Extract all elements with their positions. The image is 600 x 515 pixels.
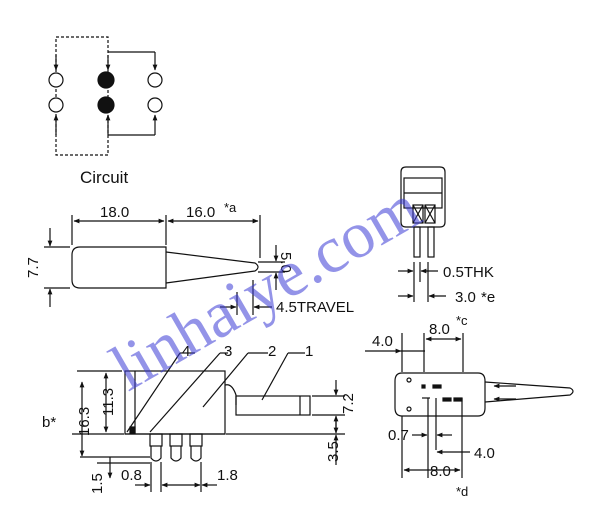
dim-body-height: 11.3	[100, 388, 117, 416]
pin-front	[150, 446, 162, 462]
switch-body-top	[394, 372, 486, 417]
dim-right-offset: 4.0	[474, 445, 495, 462]
label-b: b*	[42, 414, 56, 431]
dim-actuator-height: 7.2	[340, 393, 357, 414]
dim-height: 7.7	[25, 257, 42, 278]
dim-total-height: 16.3	[76, 407, 93, 436]
actuator-front	[235, 395, 311, 416]
dim-actuator-offset: 3.5	[325, 441, 342, 462]
dim-pin-offset: 1.5	[89, 473, 106, 494]
end-view	[398, 166, 446, 302]
callout-4: 4	[182, 343, 190, 360]
dim-slot: 0.7	[388, 427, 409, 444]
circuit-diagram	[48, 36, 163, 156]
top-view	[365, 333, 574, 478]
dim-bottom-span: 8.0	[430, 463, 451, 480]
callout-2: 2	[268, 343, 276, 360]
lever-side	[165, 251, 259, 284]
dim-pin-pitch: 1.8	[217, 467, 238, 484]
circuit-label: Circuit	[80, 168, 128, 187]
pin-front	[170, 446, 182, 462]
pin-front	[190, 446, 202, 462]
dim-body-length: 18.0	[100, 204, 129, 221]
front-view	[72, 352, 345, 492]
callout-1: 1	[305, 343, 313, 360]
end-body	[400, 166, 446, 228]
lever-top	[484, 381, 574, 403]
pin-end	[413, 226, 421, 258]
dim-left-offset: 4.0	[372, 333, 393, 350]
dim-travel: 4.5TRAVEL	[276, 299, 354, 316]
terminal-circle	[147, 97, 163, 113]
dim-lever-length: 16.0	[186, 204, 215, 221]
note-c: *c	[456, 313, 468, 328]
dim-top-span: 8.0	[429, 321, 450, 338]
switch-body-side	[71, 246, 167, 289]
terminal-circle	[147, 72, 163, 88]
circuit-dashed-frame	[55, 36, 109, 156]
terminal-circle	[48, 72, 64, 88]
dim-lever-height: 5.0	[277, 252, 294, 273]
terminal-circle	[48, 97, 64, 113]
callout-3: 3	[224, 343, 232, 360]
dim-pitch: 3.0	[455, 289, 476, 306]
dim-pin-width: 0.8	[121, 467, 142, 484]
pin-end	[427, 226, 435, 258]
common-terminal	[97, 71, 115, 89]
note-d: *d	[456, 484, 468, 499]
common-terminal	[97, 96, 115, 114]
note-e: *e	[481, 289, 495, 306]
side-view	[44, 215, 285, 315]
note-a: *a	[224, 200, 237, 215]
dim-thickness: 0.5THK	[443, 264, 494, 281]
